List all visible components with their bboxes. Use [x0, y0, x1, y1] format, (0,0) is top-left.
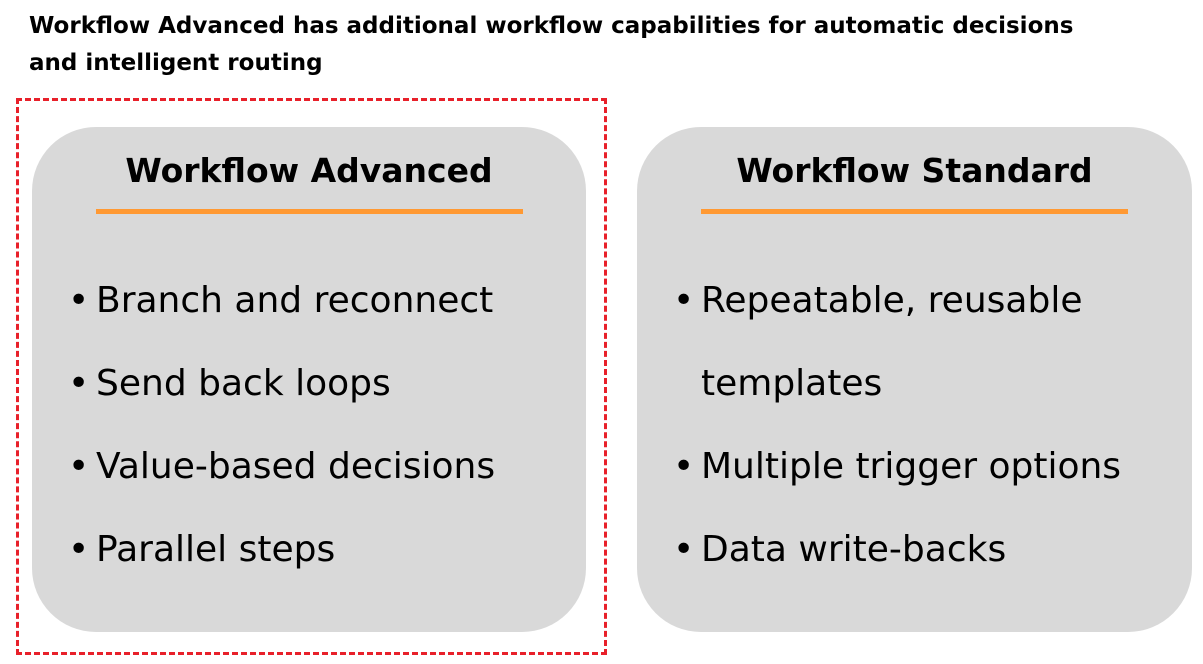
panel-title: Workflow Standard: [736, 151, 1093, 190]
bullet-icon: •: [68, 446, 90, 487]
list-item: • Data write-backs: [673, 508, 1121, 591]
panel-title: Workflow Advanced: [125, 151, 493, 190]
workflow-advanced-panel: Workflow Advanced • Branch and reconnect…: [32, 127, 586, 632]
feature-label: Repeatable, reusable: [701, 280, 1083, 321]
feature-label: Multiple trigger options: [701, 446, 1122, 487]
list-item: • Parallel steps: [68, 508, 495, 591]
feature-label: Value-based decisions: [96, 446, 496, 487]
bullet-icon: •: [68, 529, 90, 570]
feature-label: Data write-backs: [701, 529, 1007, 570]
feature-label: Branch and reconnect: [96, 280, 494, 321]
title-underline: [701, 209, 1128, 214]
list-item: • Branch and reconnect: [68, 259, 495, 342]
bullet-icon: •: [673, 446, 695, 487]
feature-label: templates: [701, 363, 883, 404]
headline: Workflow Advanced has additional workflo…: [29, 8, 1189, 82]
bullet-icon: •: [68, 363, 90, 404]
advanced-highlight-frame: [16, 98, 607, 655]
list-item: • Repeatable, reusable: [673, 259, 1121, 342]
headline-line-2: and intelligent routing: [29, 50, 323, 76]
list-item: • Multiple trigger options: [673, 425, 1121, 508]
workflow-standard-panel: Workflow Standard • Repeatable, reusable…: [637, 127, 1192, 632]
list-item-continuation: templates: [673, 342, 1121, 425]
feature-label: Send back loops: [96, 363, 391, 404]
title-underline: [96, 209, 523, 214]
bullet-icon: •: [673, 529, 695, 570]
feature-list: • Branch and reconnect • Send back loops…: [68, 259, 495, 591]
list-item: • Value-based decisions: [68, 425, 495, 508]
bullet-icon: •: [68, 280, 90, 321]
list-item: • Send back loops: [68, 342, 495, 425]
feature-label: Parallel steps: [96, 529, 336, 570]
feature-list: • Repeatable, reusable templates • Multi…: [673, 259, 1121, 591]
bullet-icon: •: [673, 280, 695, 321]
headline-line-1: Workflow Advanced has additional workflo…: [29, 13, 1074, 39]
